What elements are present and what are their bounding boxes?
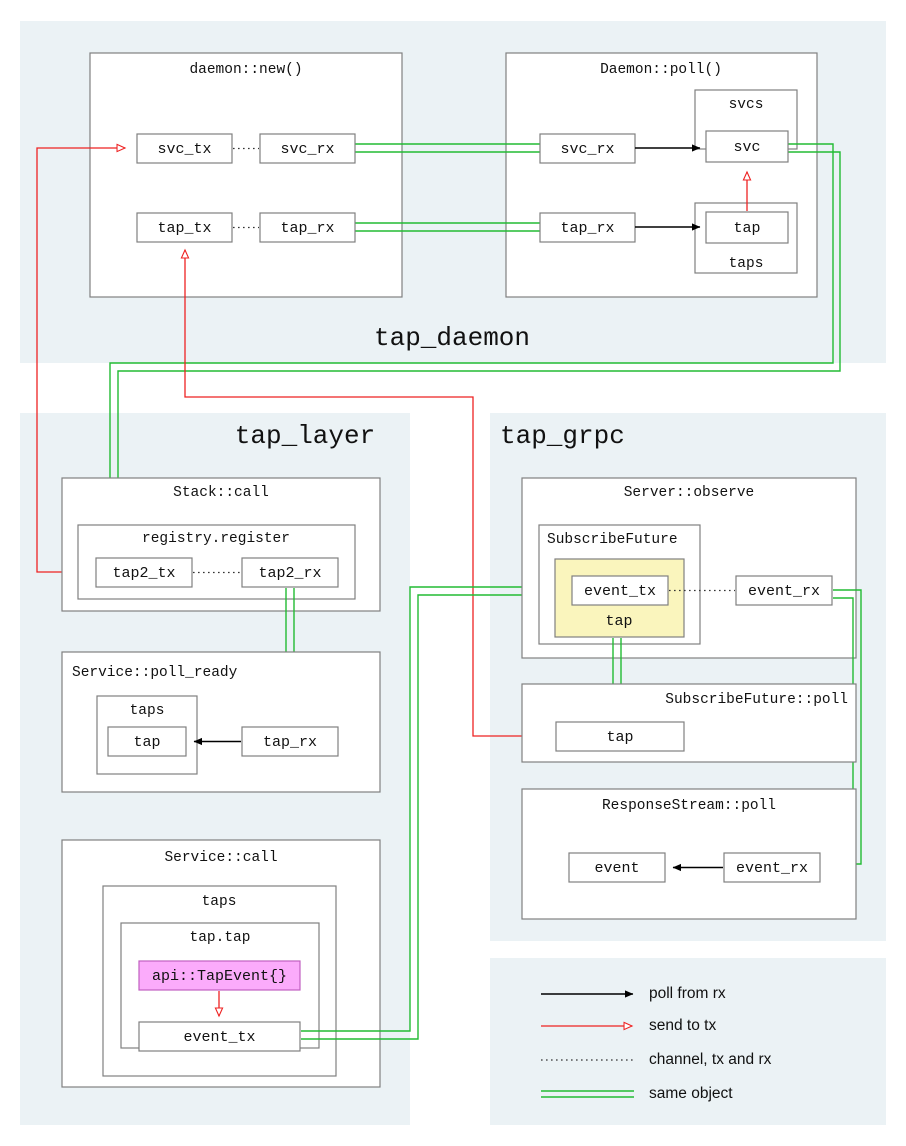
node-label-tap-subscribe: tap bbox=[605, 613, 632, 630]
group-daemon-new bbox=[89, 52, 403, 298]
node-label-tap-tx-new: tap_tx bbox=[157, 220, 211, 237]
group-label-daemon-poll: Daemon::poll() bbox=[600, 62, 722, 78]
node-event-rx-response bbox=[723, 852, 821, 883]
node-label-tap2-tx: tap2_tx bbox=[112, 565, 175, 582]
node-tap-sf-poll bbox=[555, 721, 685, 752]
group-label-taps-daemon: taps bbox=[729, 256, 764, 272]
node-label-event-tx-call: event_tx bbox=[183, 1029, 255, 1046]
legend-item-same-object: same object bbox=[541, 1085, 733, 1102]
same-object-eventtx-a bbox=[301, 586, 556, 1032]
panel-title-tap-layer: tap_layer bbox=[235, 421, 375, 451]
node-label-tap-poll-ready: tap bbox=[133, 734, 160, 751]
node-svc-poll bbox=[705, 130, 789, 163]
node-label-api-tapevent: api::TapEvent{} bbox=[152, 968, 287, 985]
same-object-eventtx-b bbox=[301, 594, 556, 1040]
node-tap2-tx bbox=[95, 557, 193, 588]
panel-title-tap-grpc: tap_grpc bbox=[500, 421, 625, 451]
node-label-tap-rx-poll-ready: tap_rx bbox=[263, 734, 317, 751]
node-tap2-rx bbox=[241, 557, 339, 588]
node-event-tx-call bbox=[138, 1021, 301, 1052]
panel-title-tap-daemon: tap_daemon bbox=[374, 323, 530, 353]
node-event-response bbox=[568, 852, 666, 883]
legend-item-send-to-tx: send to tx bbox=[541, 1017, 716, 1034]
node-label-event-tx-observe: event_tx bbox=[584, 583, 656, 600]
group-label-service-poll-ready: Service::poll_ready bbox=[72, 665, 238, 681]
node-label-event-rx-response: event_rx bbox=[736, 860, 808, 877]
group-label-response-stream-poll: ResponseStream::poll bbox=[602, 798, 776, 814]
legend-label-send-to-tx: send to tx bbox=[649, 1017, 716, 1034]
node-label-tap-rx-new: tap_rx bbox=[280, 220, 334, 237]
node-label-tap2-rx: tap2_rx bbox=[258, 565, 321, 582]
node-tap-poll-ready bbox=[107, 726, 187, 757]
node-event-rx-observe bbox=[735, 575, 833, 606]
group-label-server-observe: Server::observe bbox=[624, 485, 755, 501]
group-label-service-call: Service::call bbox=[164, 850, 277, 866]
node-label-tap-poll: tap bbox=[733, 220, 760, 237]
node-label-svc-rx-new: svc_rx bbox=[280, 141, 334, 158]
node-label-tap-rx-poll: tap_rx bbox=[560, 220, 614, 237]
legend-item-channel-tx-rx: channel, tx and rx bbox=[541, 1051, 772, 1068]
group-label-daemon-new: daemon::new() bbox=[189, 62, 302, 78]
node-label-svc-rx-poll: svc_rx bbox=[560, 141, 614, 158]
node-label-tap-sf-poll: tap bbox=[606, 729, 633, 746]
legend: poll from rx send to tx channel, tx and … bbox=[541, 985, 772, 1102]
node-tap-rx-poll-ready bbox=[241, 726, 339, 757]
node-event-tx-observe bbox=[571, 575, 669, 606]
group-label-registry-register: registry.register bbox=[142, 531, 290, 547]
legend-label-same-object: same object bbox=[649, 1085, 733, 1102]
node-svc-rx-new bbox=[259, 133, 356, 164]
node-svc-rx-poll bbox=[539, 133, 636, 164]
group-label-taps-poll-ready: taps bbox=[130, 703, 165, 719]
send-arrow-sfpoll-tap-to-taptx bbox=[185, 250, 556, 737]
legend-label-channel-tx-rx: channel, tx and rx bbox=[649, 1051, 772, 1068]
node-api-tapevent bbox=[138, 960, 301, 991]
group-label-taps-service-call: taps bbox=[202, 894, 237, 910]
group-label-tap-tap: tap.tap bbox=[190, 930, 251, 946]
legend-item-poll-from-rx: poll from rx bbox=[541, 985, 726, 1002]
group-label-subscribe-future-poll: SubscribeFuture::poll bbox=[665, 692, 848, 708]
node-svc-tx-new bbox=[136, 133, 233, 164]
group-label-svcs: svcs bbox=[729, 97, 764, 113]
node-tap-tx-new bbox=[136, 212, 233, 243]
node-label-event-rx-observe: event_rx bbox=[748, 583, 820, 600]
node-tap-rx-new bbox=[259, 212, 356, 243]
group-label-subscribe-future: SubscribeFuture bbox=[547, 532, 678, 548]
legend-label-poll-from-rx: poll from rx bbox=[649, 985, 726, 1002]
same-object-path-svc-to-tap2tx-a bbox=[109, 143, 834, 576]
node-tap-poll bbox=[705, 211, 789, 244]
node-label-event-response: event bbox=[594, 860, 639, 877]
node-label-svc-tx-new: svc_tx bbox=[157, 141, 211, 158]
same-object-path-svc-to-tap2tx-b bbox=[117, 151, 841, 576]
node-label-svc-poll: svc bbox=[733, 139, 760, 156]
group-label-stack-call: Stack::call bbox=[173, 485, 269, 501]
node-tap-rx-poll bbox=[539, 212, 636, 243]
